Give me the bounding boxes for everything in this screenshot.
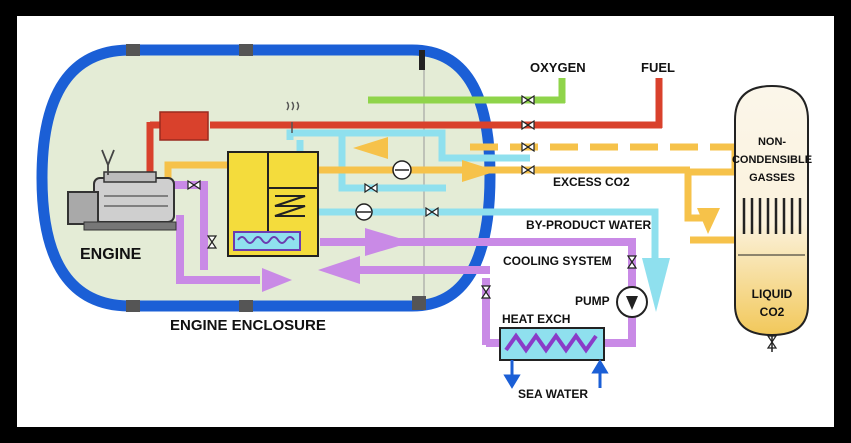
engine-enclosure-label: ENGINE ENCLOSURE [170, 317, 326, 334]
fuel-tank-box [159, 111, 209, 141]
enclosure-clamp [126, 44, 140, 56]
water-drain-arrow [642, 258, 670, 312]
enclosure-bolt [419, 50, 425, 70]
byproduct-water-label: BY-PRODUCT WATER [526, 218, 651, 232]
cooling-pump-icon [616, 286, 648, 318]
liquid-co2-label-line2: CO2 [760, 305, 785, 319]
enclosure-clamp [239, 44, 253, 56]
engine-label: ENGINE [80, 246, 142, 263]
water-pump-icon [355, 203, 373, 221]
steam-vent-icon [286, 101, 300, 133]
heat-exchanger [499, 327, 605, 361]
sea-water-flow [503, 359, 609, 389]
co2-down-arrow [697, 208, 720, 234]
engine-icon [67, 149, 177, 231]
cooling-flow-arrow-right [365, 228, 412, 256]
non-condensible-label-line3: GASSES [749, 172, 795, 184]
enclosure-clamp [239, 300, 253, 312]
co2-return-arrow [353, 137, 388, 159]
heat-exch-label: HEAT EXCH [502, 312, 570, 326]
liquid-co2-tank [734, 84, 809, 337]
oxygen-label: OXYGEN [530, 60, 586, 75]
fuel-label: FUEL [641, 60, 675, 75]
sea-water-label: SEA WATER [518, 387, 588, 401]
co2-exhaust-arrow [462, 160, 497, 182]
fuel-line [146, 78, 663, 178]
liquid-co2-label-line1: LIQUID [752, 287, 793, 301]
non-condensible-label-line2: CONDENSIBLE [732, 154, 812, 166]
valve-icon [187, 94, 778, 349]
enclosure-clamp [412, 296, 426, 310]
cooling-flow-arrow-left [318, 256, 360, 284]
cooling-flow-arrow-engine [262, 268, 292, 292]
exhaust-fan-icon [392, 160, 412, 180]
non-condensible-label-line1: NON- [758, 136, 786, 148]
excess-co2-label: EXCESS CO2 [553, 175, 630, 189]
cooling-system-label: COOLING SYSTEM [503, 254, 612, 268]
reactor-unit [227, 151, 319, 257]
enclosure-clamp [126, 300, 140, 312]
pump-label: PUMP [575, 294, 610, 308]
